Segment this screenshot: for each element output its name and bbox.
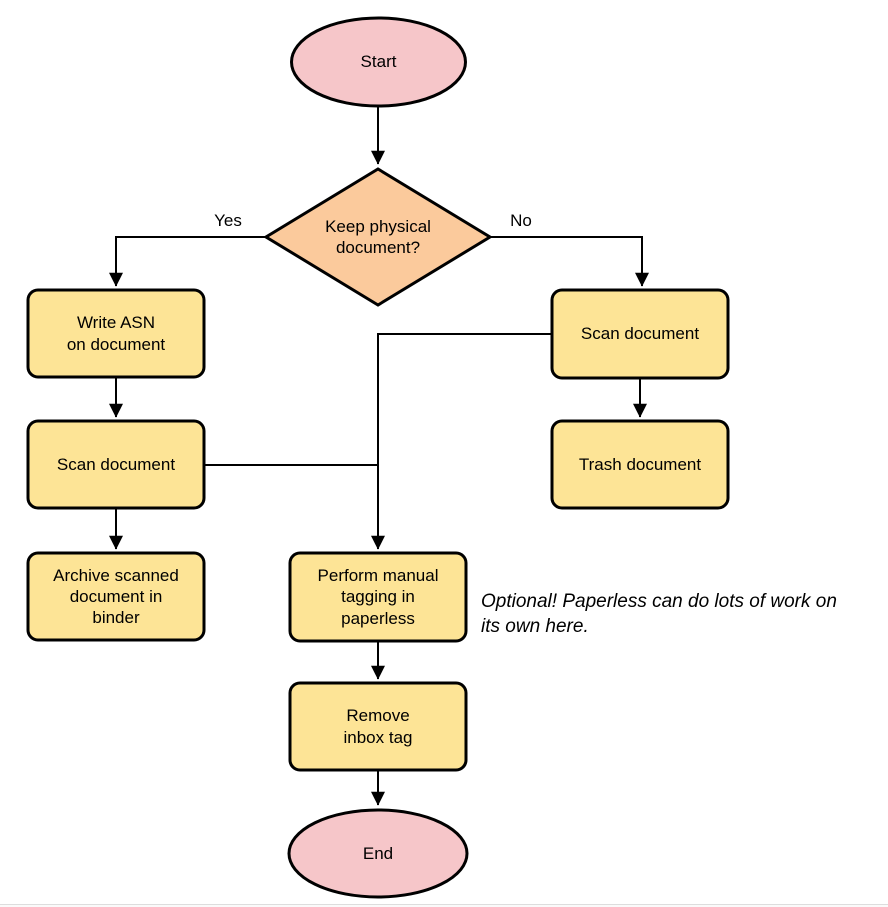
decision-node — [263, 167, 493, 307]
end-node — [287, 808, 469, 899]
trash-document-node — [550, 419, 730, 510]
bottom-divider — [0, 904, 888, 907]
manual-tagging-node — [288, 551, 468, 643]
start-node — [290, 16, 467, 108]
edge-scanright-to-tagging — [371, 333, 553, 550]
scan-document-right-node — [550, 288, 730, 380]
scan-document-left-node — [26, 419, 206, 510]
write-asn-node — [26, 288, 206, 379]
edge-decision-no — [489, 236, 649, 287]
remove-inbox-tag-node — [288, 681, 468, 772]
edge-decision-yes — [109, 236, 267, 287]
archive-node — [26, 551, 206, 642]
